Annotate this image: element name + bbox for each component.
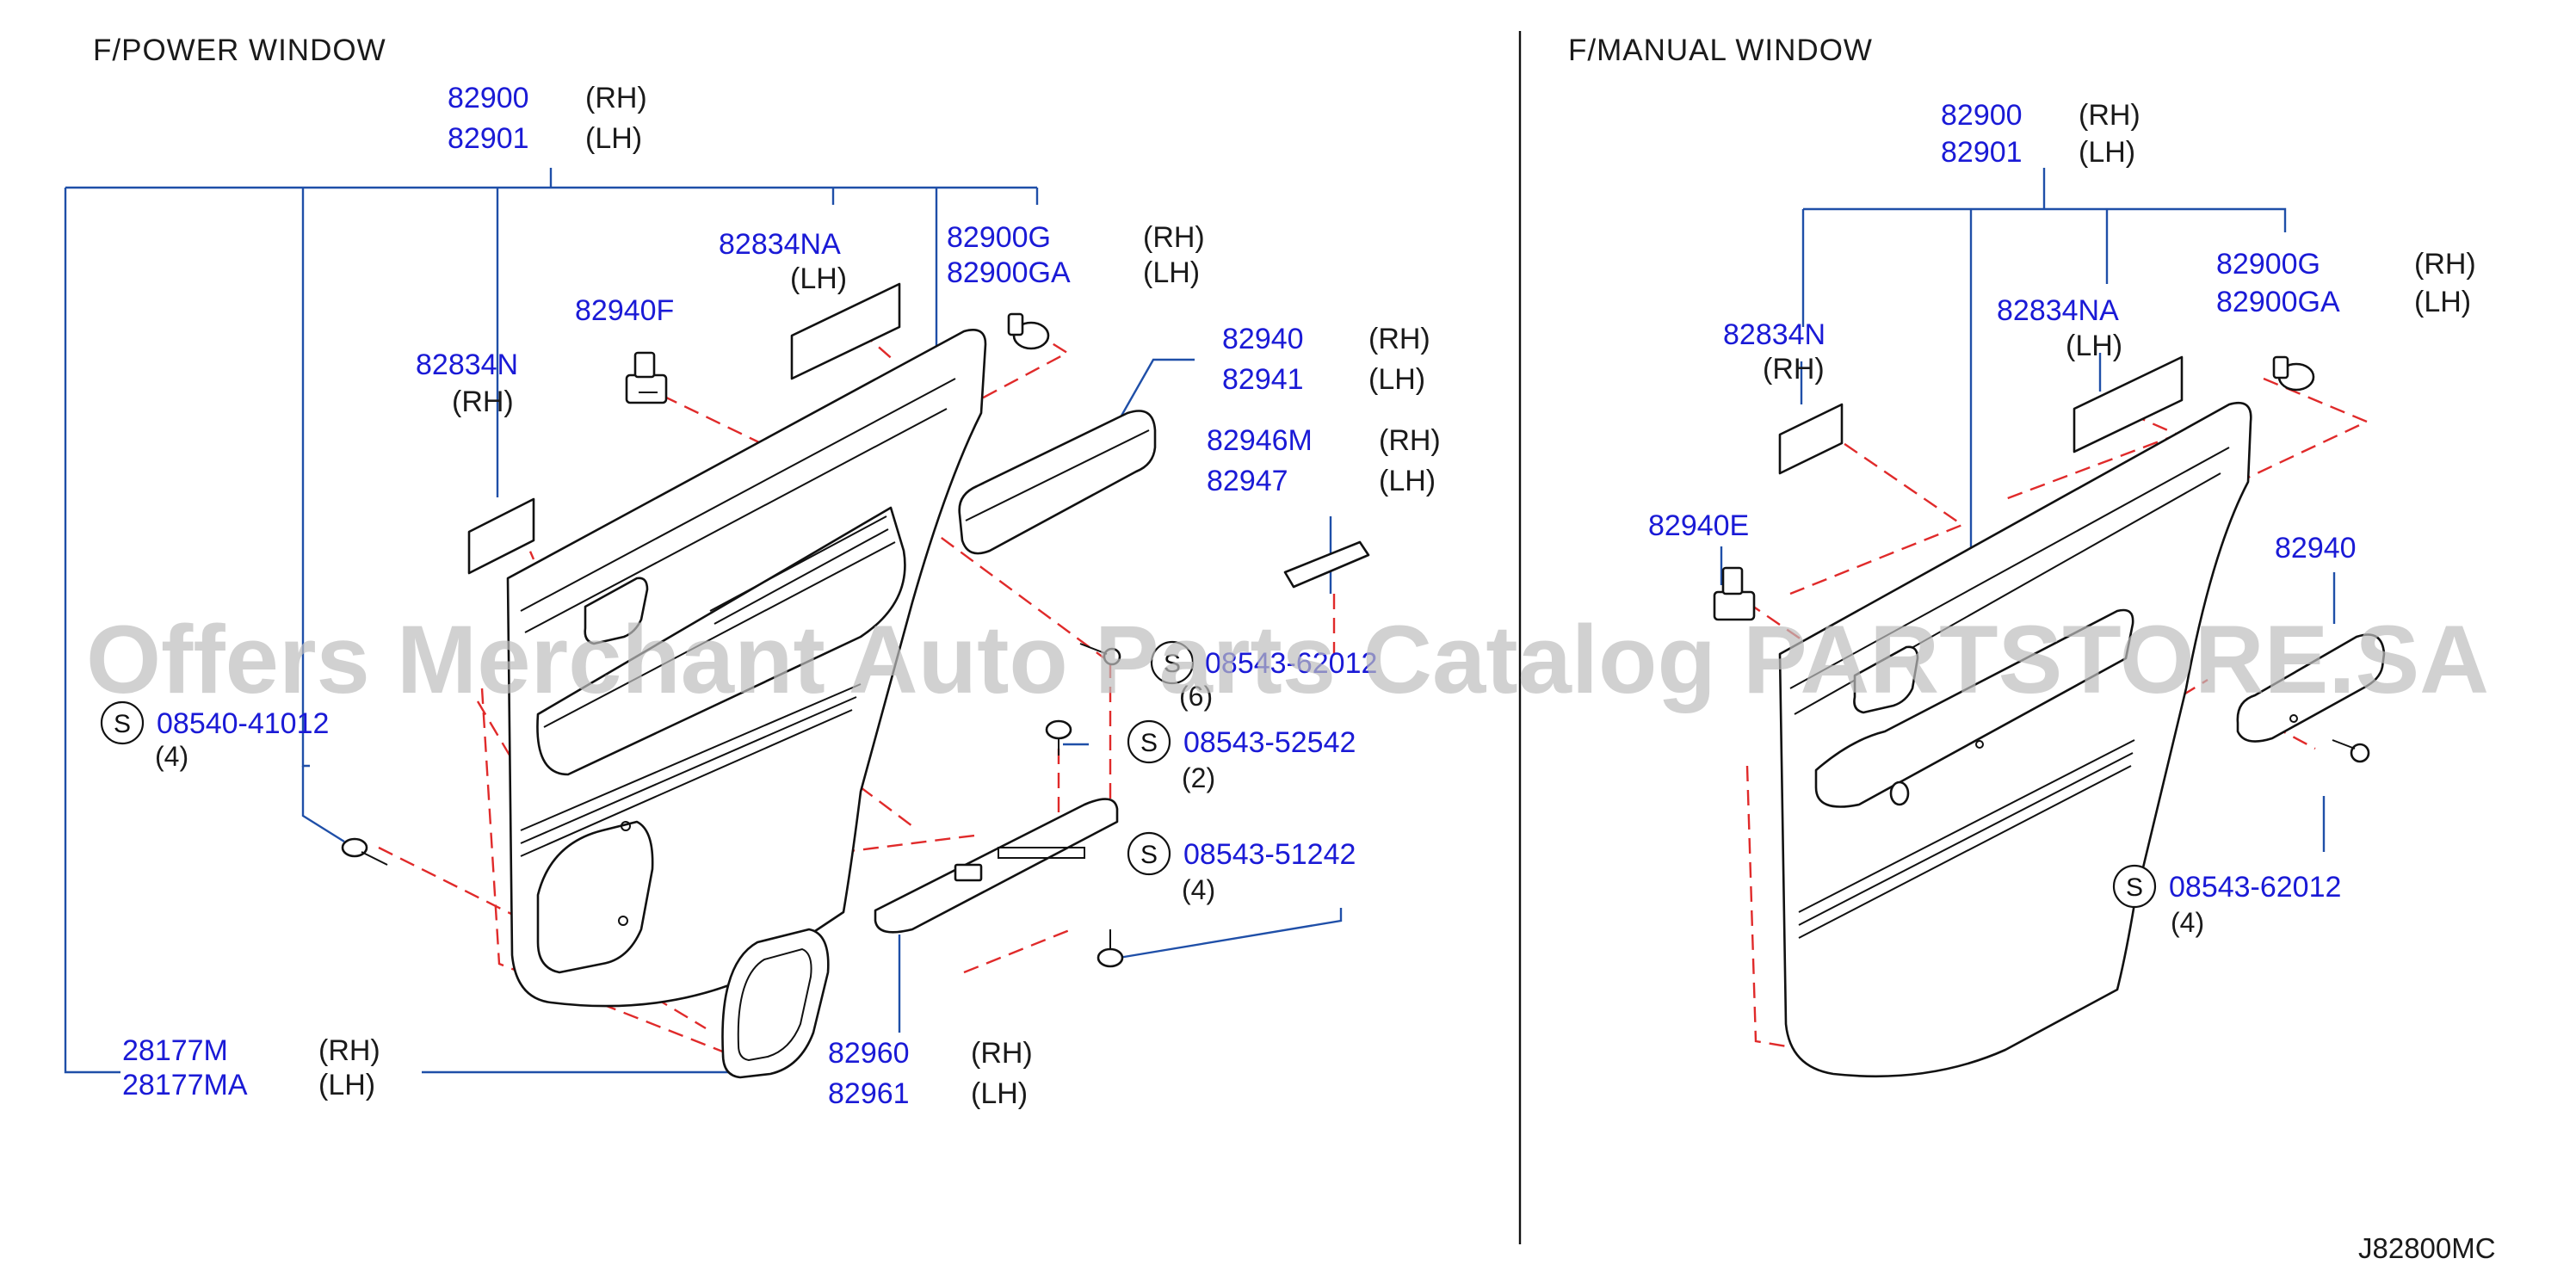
s-symbol-08543-62012-right	[2112, 864, 2157, 909]
label-82834NA-left: 82834NA	[719, 228, 841, 261]
label-82946M-side-left: (RH)	[1379, 424, 1441, 457]
label-82960-side-left: (RH)	[971, 1037, 1033, 1070]
clip-82940F-left	[625, 351, 668, 404]
door-trim-panel-right	[1778, 401, 2252, 1078]
label-82834NA-right: 82834NA	[1997, 294, 2119, 327]
qty-08543-51242-left: (4)	[1182, 874, 1215, 905]
label-82900G-side-left: (RH)	[1143, 221, 1205, 254]
switch-finisher-82960-left	[874, 798, 1119, 934]
label-82834N-side-left: (RH)	[452, 386, 514, 418]
label-82900GA-right: 82900GA	[2216, 286, 2340, 318]
s-symbol-08543-52542-left	[1127, 719, 1171, 764]
label-82900-left: 82900	[448, 82, 529, 114]
label-82940F-left: 82940F	[575, 294, 674, 327]
pad-82834N-right	[1778, 403, 1844, 475]
label-08540-41012-left: 08540-41012	[157, 707, 329, 740]
leader-lines-left	[64, 168, 1343, 1074]
diagram-reference-code: J82800MC	[2358, 1232, 2496, 1264]
label-08543-62012-right: 08543-62012	[2169, 871, 2341, 904]
label-82900G-side-right: (RH)	[2414, 248, 2476, 281]
door-trim-panel-left	[506, 329, 987, 1008]
clip-82940E-right	[1713, 566, 1756, 621]
label-82900G-left: 82900G	[947, 221, 1051, 254]
label-82940E-right: 82940E	[1648, 509, 1749, 542]
armrest-82940-left	[958, 410, 1157, 555]
screw-08543-52542-left	[1045, 719, 1072, 756]
section-title-power-window: F/POWER WINDOW	[93, 34, 386, 67]
label-82900GA-left: 82900GA	[947, 256, 1071, 289]
speaker-grille-28177M-left	[721, 928, 830, 1079]
s-symbol-08543-62012-left	[1150, 640, 1195, 685]
s-symbol-text-08543-62012-right: S	[2126, 873, 2143, 902]
s-symbol-text-08543-51242-left: S	[1140, 841, 1158, 869]
label-08543-52542-left: 08543-52542	[1183, 726, 1356, 759]
label-82940-side-left: (RH)	[1368, 323, 1430, 355]
label-28177M-side-left: (RH)	[318, 1034, 380, 1067]
label-82834N-side-right: (RH)	[1763, 353, 1825, 386]
s-symbol-text-08543-62012-left: S	[1164, 650, 1181, 678]
qty-08543-62012-right: (4)	[2171, 907, 2204, 938]
s-symbol-08543-51242-left	[1127, 831, 1171, 876]
label-82947-side-left: (LH)	[1379, 465, 1436, 497]
label-82900G-right: 82900G	[2216, 248, 2320, 281]
label-82941-left: 82941	[1222, 363, 1304, 396]
label-82834N-right: 82834N	[1723, 318, 1825, 351]
power-window-section: 82900 (RH) 82901 (LH) 82834NA (LH) 82900…	[64, 82, 1441, 1110]
s-symbol-08540-41012-left	[100, 700, 145, 745]
label-82960-left: 82960	[828, 1037, 910, 1070]
clip-82900G-left	[1007, 312, 1050, 350]
qty-08543-52542-left: (2)	[1182, 762, 1215, 793]
watermark-text: Offers Merchant Auto Parts Catalog PARTS…	[86, 606, 2489, 713]
label-82941-side-left: (LH)	[1368, 363, 1425, 396]
label-82961-left: 82961	[828, 1077, 910, 1110]
label-82834NA-side-left: (LH)	[790, 262, 847, 295]
pad-82834NA-right	[2073, 355, 2184, 453]
section-title-manual-window: F/MANUAL WINDOW	[1568, 34, 1873, 67]
label-82961-side-left: (LH)	[971, 1077, 1028, 1110]
label-82900GA-side-left: (LH)	[1143, 256, 1200, 289]
s-symbol-text-08540-41012-left: S	[114, 710, 131, 738]
label-82946M-left: 82946M	[1207, 424, 1313, 457]
label-82901-left: 82901	[448, 122, 529, 155]
label-28177MA-left: 28177MA	[122, 1069, 248, 1101]
screw-08543-62012-left	[1079, 643, 1121, 666]
label-28177MA-side-left: (LH)	[318, 1069, 375, 1101]
label-82901-side-right: (LH)	[2079, 136, 2135, 169]
label-82900GA-side-right: (LH)	[2414, 286, 2471, 318]
label-82900-right: 82900	[1941, 99, 2023, 132]
label-82834N-left: 82834N	[416, 349, 518, 381]
screw-08543-62012-right	[2332, 739, 2370, 763]
screw-08543-51242-left	[1096, 929, 1124, 968]
label-28177M-left: 28177M	[122, 1034, 228, 1067]
screw-08540-41012-left	[341, 837, 388, 866]
bezel-82946M-left	[1283, 540, 1370, 589]
pad-82834NA-left	[790, 282, 901, 380]
clip-82900G-right	[2272, 355, 2315, 392]
qty-08543-62012-left: (6)	[1179, 681, 1213, 712]
label-82901-side-left: (LH)	[585, 122, 642, 155]
label-08543-51242-left: 08543-51242	[1183, 838, 1356, 871]
label-82940-right: 82940	[2275, 532, 2357, 564]
armrest-82940-right	[2236, 633, 2386, 743]
s-symbol-text-08543-52542-left: S	[1140, 729, 1158, 757]
label-82901-right: 82901	[1941, 136, 2023, 169]
label-08543-62012-left: 08543-62012	[1205, 647, 1377, 680]
qty-08540-41012-left: (4)	[155, 741, 188, 772]
label-82940-left: 82940	[1222, 323, 1304, 355]
label-82947-left: 82947	[1207, 465, 1288, 497]
label-82834NA-side-right: (LH)	[2066, 330, 2122, 362]
label-82900-side-right: (RH)	[2079, 99, 2140, 132]
label-82900-side-left: (RH)	[585, 82, 647, 114]
manual-window-section: 82900 (RH) 82901 (LH) 82900G (RH) 82900G…	[1648, 99, 2476, 1078]
leader-lines-right	[1720, 168, 2336, 852]
pad-82834N-left	[467, 497, 535, 575]
